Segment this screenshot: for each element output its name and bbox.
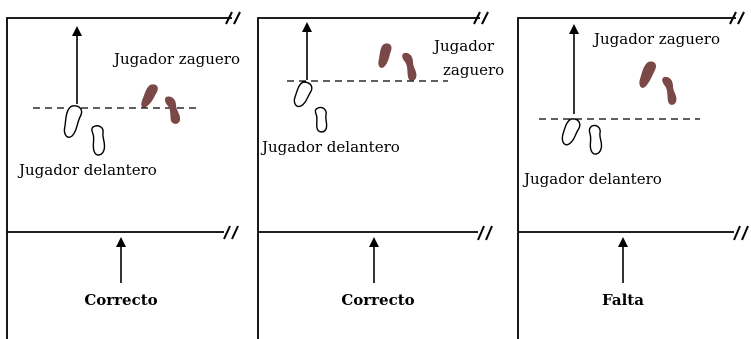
- front-player-label: Jugador delantero: [522, 170, 662, 188]
- back-player-foot-icon: [378, 43, 392, 68]
- front-player-foot-icon: [314, 106, 328, 133]
- back-player-foot-icon: [662, 76, 677, 105]
- front-player-label: Jugador delantero: [260, 138, 400, 156]
- break-mark-icon: [223, 225, 239, 240]
- front-player-foot-icon: [63, 105, 83, 138]
- break-mark-icon: [473, 11, 489, 25]
- back-player-label: Jugador: [432, 37, 495, 55]
- break-mark-icon: [477, 225, 493, 241]
- panel-2: Jugador zaguero Jugador delantero Correc…: [257, 11, 504, 339]
- front-player-foot-icon: [561, 118, 581, 146]
- front-player-foot-icon: [293, 81, 313, 108]
- break-mark-icon: [733, 225, 749, 241]
- front-player-foot-icon: [91, 125, 106, 156]
- back-player-foot-icon: [639, 61, 657, 88]
- back-player-foot-icon: [141, 84, 158, 108]
- back-player-label: zaguero: [443, 61, 504, 79]
- back-player-foot-icon: [402, 52, 417, 81]
- back-player-foot-icon: [164, 96, 181, 124]
- panel-1: Jugador zaguero Jugador delantero Correc…: [6, 11, 241, 339]
- back-player-label: Jugador zaguero: [592, 30, 720, 48]
- break-mark-icon: [729, 11, 745, 25]
- verdict-label: Falta: [602, 291, 644, 309]
- verdict-label: Correcto: [84, 291, 157, 309]
- back-player-label: Jugador zaguero: [112, 50, 240, 68]
- front-player-label: Jugador delantero: [17, 161, 157, 179]
- break-mark-icon: [225, 11, 241, 25]
- verdict-label: Correcto: [341, 291, 414, 309]
- front-player-foot-icon: [588, 124, 603, 155]
- panel-3: Jugador zaguero Jugador delantero Falta: [517, 11, 749, 339]
